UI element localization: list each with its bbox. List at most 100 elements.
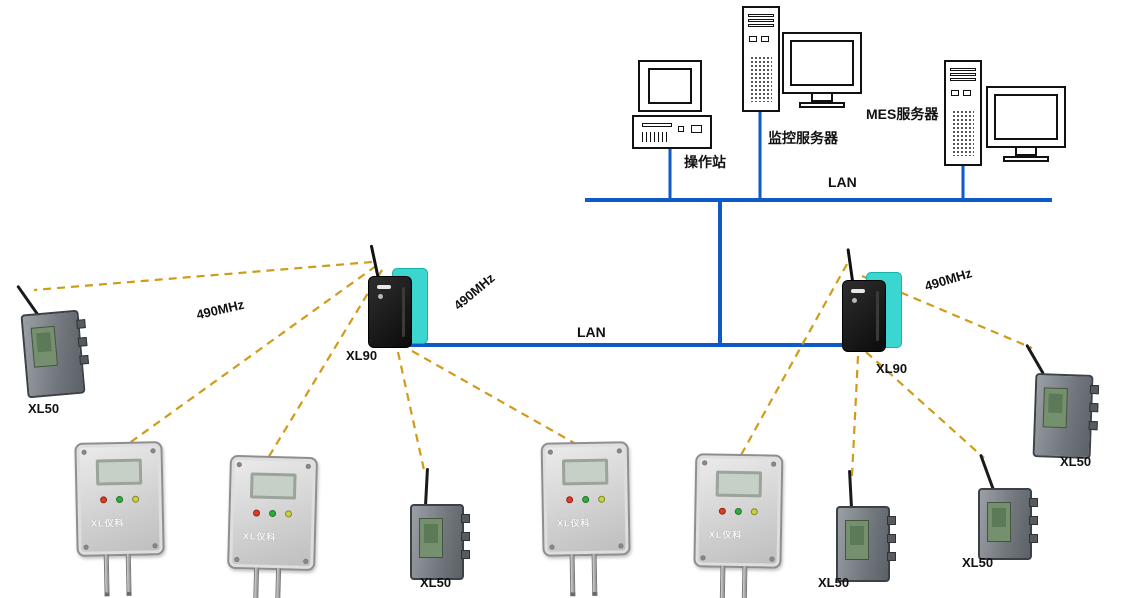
lan-top-label: LAN	[828, 174, 857, 190]
antenna	[979, 453, 995, 491]
gateway-right-label: XL90	[876, 361, 908, 376]
transmitter-2: XL仪科	[226, 454, 320, 598]
mount-fin	[887, 552, 896, 561]
node-xl50-center	[408, 467, 478, 580]
mount-fin	[461, 514, 470, 523]
screw	[700, 555, 706, 561]
mount-fin	[1029, 498, 1038, 507]
mes-server-label: MES服务器	[866, 106, 939, 122]
transmitter-brand-label: XL仪科	[556, 517, 591, 529]
node-body	[978, 488, 1038, 560]
drive-bay	[748, 24, 774, 27]
transmitter-3: XL仪科	[540, 441, 634, 598]
screw	[83, 544, 89, 550]
node-label-panel	[30, 325, 59, 368]
rf-link-left-gw-to-transmitter-1	[127, 265, 377, 445]
mes-server-monitor	[986, 86, 1066, 162]
tower-button	[761, 36, 769, 42]
led-row	[566, 495, 606, 504]
tower-button	[951, 90, 959, 96]
node-label-panel	[845, 520, 869, 560]
led-yellow	[750, 508, 758, 516]
mount-fin	[1089, 384, 1100, 395]
led-red	[566, 496, 574, 504]
node-body	[20, 309, 89, 399]
node-label-screen	[1048, 393, 1063, 413]
screw	[152, 543, 158, 549]
rf-link-right-gw-to-transmitter-4	[740, 263, 848, 456]
drive-bay	[748, 14, 774, 17]
monitoring-server-tower	[742, 6, 780, 112]
rf-link-left-gw-to-transmitter-3	[411, 350, 577, 445]
node-label-screen	[992, 508, 1006, 527]
led-green	[268, 509, 277, 518]
sensor-probe	[103, 554, 110, 597]
sensor-probe	[569, 554, 576, 597]
indicator-dot	[378, 294, 383, 299]
screw	[549, 544, 555, 550]
node-label-screen	[36, 332, 52, 353]
gateway-body	[842, 280, 886, 352]
screw	[81, 449, 87, 455]
transmitter-brand-label: XL仪科	[90, 517, 125, 529]
mount-fin	[1029, 516, 1038, 525]
led-green	[115, 495, 124, 504]
transmitter-4: XL仪科	[693, 453, 786, 598]
led-row	[718, 507, 758, 516]
monitor-bezel	[782, 32, 862, 94]
screw	[616, 448, 622, 454]
mount-fin	[76, 319, 86, 329]
rf-link-right-gw-to-xl50-right-inner	[850, 355, 860, 477]
desktop-case	[632, 115, 712, 149]
rf-link-right-gw-to-xl50-right-outer	[865, 351, 985, 459]
node-body	[836, 506, 896, 582]
operator-workstation	[632, 60, 716, 149]
tower-grill	[750, 56, 772, 102]
sensor-probe	[741, 566, 748, 598]
sensor-probe	[275, 568, 282, 598]
gateway-xl90-left	[366, 244, 432, 352]
led-row	[100, 495, 140, 504]
monitor-screen	[648, 68, 692, 104]
body-ridge	[402, 287, 405, 337]
screw	[234, 556, 240, 563]
monitoring-server-label: 监控服务器	[768, 130, 838, 146]
case-display	[691, 125, 702, 133]
drive-bay	[950, 73, 976, 76]
sensor-probe	[253, 567, 260, 598]
power-button	[678, 126, 684, 132]
xl50-center-label: XL50	[420, 575, 452, 590]
led-green	[734, 507, 742, 516]
tower-button	[963, 90, 971, 96]
node-label-panel	[1042, 387, 1068, 429]
mount-fin	[77, 337, 88, 347]
transmitter-body: XL仪科	[693, 453, 784, 569]
monitor-base	[799, 102, 845, 108]
lcd-display	[715, 470, 763, 498]
mes-server-tower	[944, 60, 982, 166]
mount-fin	[79, 354, 89, 365]
led-red	[718, 507, 726, 515]
node-xl50-left	[16, 278, 92, 399]
node-body	[410, 504, 470, 580]
screw	[618, 543, 624, 549]
mount-fin	[887, 534, 896, 543]
node-label-panel	[419, 518, 443, 558]
body-ridge	[876, 291, 879, 341]
xl50-far-right-label: XL50	[1060, 454, 1092, 469]
lcd-display	[561, 458, 609, 486]
monitor-screen	[994, 94, 1058, 140]
transmitter-brand-label: XL仪科	[242, 531, 277, 543]
operator-station-label: 操作站	[684, 154, 726, 170]
screw	[702, 460, 708, 466]
led-yellow	[598, 495, 606, 503]
screw	[769, 556, 775, 562]
indicator-dot	[852, 298, 857, 303]
antenna	[848, 469, 853, 509]
mount-fin	[1029, 534, 1038, 543]
transmitter-1: XL仪科	[74, 441, 167, 598]
sensor-probe	[591, 553, 598, 596]
tower-grill	[952, 110, 974, 156]
led-green	[582, 495, 590, 504]
screw	[305, 463, 311, 469]
